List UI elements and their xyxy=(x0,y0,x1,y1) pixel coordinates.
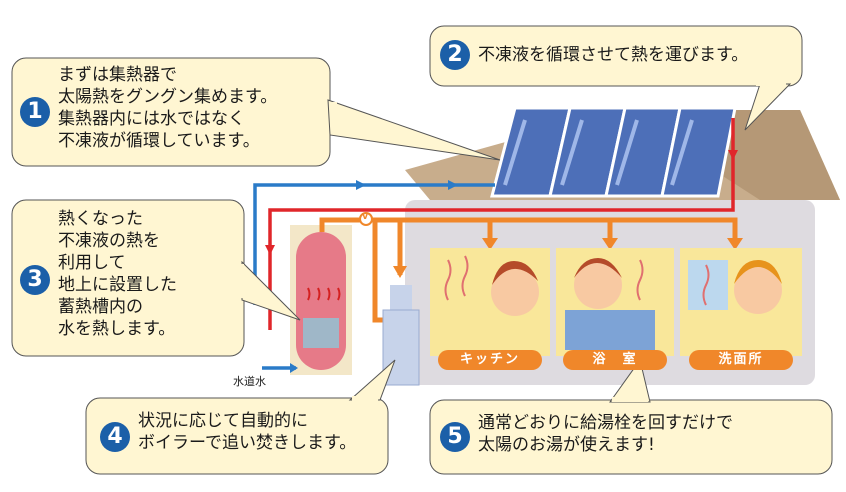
step-number-1: 1 xyxy=(20,97,50,127)
step-3-text: 熱くなった 不凍液の熱を 利用して 地上に設置した 蓄熱槽内の 水を熱します。 xyxy=(58,209,177,339)
step-4-text: 状況に応じて自動的に ボイラーで追い焚きします。 xyxy=(138,411,357,453)
step-2-text: 不凍液を循環させて熱を運びます。 xyxy=(478,45,749,65)
bath-label: 浴 室 xyxy=(563,350,667,370)
step-5-text: 通常どおりに給湯栓を回すだけで 太陽のお湯が使えます! xyxy=(478,413,733,455)
step-1-text: まずは集熱器で 太陽熱をグングン集めます。 集熱器内には水ではなく 不凍液が循環… xyxy=(58,65,278,151)
heat-exchanger-coil xyxy=(303,318,339,348)
hot-water-pipes xyxy=(319,217,738,323)
bath-person xyxy=(574,261,622,309)
washroom-label: 洗面所 xyxy=(689,350,793,370)
step-number-4: 4 xyxy=(100,422,130,452)
kitchen-label: キッチン xyxy=(438,350,542,370)
water-supply-label: 水道水 xyxy=(233,375,266,388)
antifreeze-pipes xyxy=(253,118,735,330)
storage-tank xyxy=(296,232,346,370)
step-number-2: 2 xyxy=(440,40,470,70)
kitchen-person xyxy=(491,268,539,316)
washroom-person xyxy=(734,266,782,314)
step-number-5: 5 xyxy=(440,422,470,452)
valve-label: V xyxy=(362,212,369,221)
step-number-3: 3 xyxy=(20,265,50,295)
callout-bubbles xyxy=(11,25,833,475)
heat-waves xyxy=(307,287,341,301)
solar-collector-panels xyxy=(490,106,737,198)
